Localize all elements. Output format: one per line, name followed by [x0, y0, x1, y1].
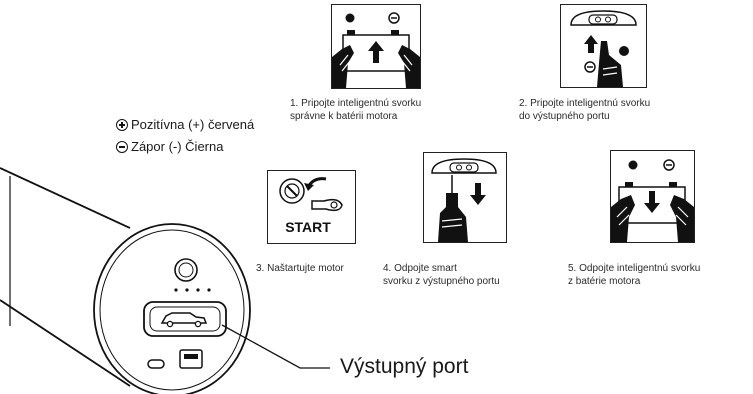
led-indicator-icon	[174, 288, 178, 292]
step-1-icon	[331, 4, 421, 89]
step-2-caption-line-1: 2. Pripojte inteligentnú svorku	[519, 98, 651, 109]
ignition-icon	[279, 178, 305, 204]
power-button-icon	[174, 258, 198, 282]
output-port	[143, 301, 227, 337]
minus-circle-icon	[116, 141, 128, 153]
legend-positive: Pozitívna (+) červená	[116, 117, 254, 132]
step-2-caption-line-2: do výstupného portu	[519, 111, 610, 122]
battery-positive-terminal-icon	[628, 160, 638, 170]
output-port-leader-line	[221, 324, 330, 369]
left-hand-icon	[611, 195, 635, 242]
step-5-caption-line-1: 5. Odpojte inteligentnú svorku	[568, 263, 701, 274]
arrow-down-icon	[644, 191, 660, 213]
output-port-icon	[570, 10, 637, 26]
led-indicator-icon	[196, 288, 200, 292]
arrow-up-icon	[368, 41, 384, 63]
legend-negative: Zápor (-) Čierna	[116, 139, 223, 154]
right-hand-icon	[398, 45, 420, 88]
step-5-caption-line-2: z batérie motora	[568, 276, 641, 287]
output-port-label: Výstupný port	[340, 355, 469, 378]
step-5-caption: 5. Odpojte inteligentnú svorku z batérie…	[568, 262, 700, 288]
step-2-caption: 2. Pripojte inteligentnú svorku do výstu…	[519, 97, 650, 123]
right-hand-icon	[670, 195, 694, 242]
step-3-caption-line-1: 3. Naštartujte motor	[256, 263, 344, 274]
step-4-icon	[423, 152, 507, 243]
arrow-up-icon	[584, 35, 598, 53]
step-4-caption: 4. Odpojte smart svorku z výstupného por…	[383, 262, 500, 288]
left-hand-icon	[332, 45, 354, 88]
output-port-icon	[431, 158, 497, 174]
usb-c-port-icon	[147, 359, 165, 369]
hand-with-plug-icon	[438, 193, 468, 242]
battery-positive-terminal-icon	[345, 13, 355, 23]
hand-with-plug-icon	[597, 41, 623, 87]
legend-positive-label: Pozitívna (+) červená	[131, 117, 255, 132]
step-5-icon	[610, 150, 695, 243]
legend-negative-label: Zápor (-) Čierna	[131, 139, 224, 154]
key-icon	[311, 198, 343, 212]
start-label: START	[285, 219, 331, 235]
led-indicator-icon	[185, 288, 189, 292]
step-1-caption-line-1: 1. Pripojte inteligentnú svorku	[290, 98, 422, 109]
led-indicator-icon	[207, 288, 211, 292]
step-1-caption-line-2: správne k batérii motora	[290, 111, 398, 122]
step-2-icon	[560, 4, 647, 88]
arrow-down-icon	[470, 183, 486, 205]
step-4-caption-line-1: 4. Odpojte smart	[383, 263, 457, 274]
jump-starter-device	[0, 167, 330, 394]
step-3-caption: 3. Naštartujte motor	[256, 262, 344, 275]
step-1-caption: 1. Pripojte inteligentnú svorku správne …	[290, 97, 421, 123]
step-3-icon: START	[267, 170, 356, 244]
car-icon	[160, 312, 208, 324]
step-4-caption-line-2: svorku z výstupného portu	[383, 276, 500, 287]
plus-circle-icon	[116, 119, 128, 131]
